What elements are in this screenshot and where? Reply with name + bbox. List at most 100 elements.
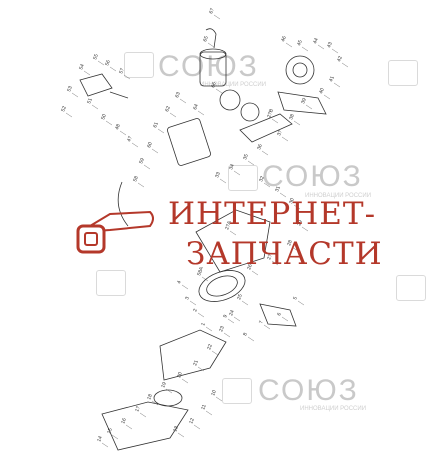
part-number-label: 9	[222, 314, 229, 319]
part-leader-line	[281, 316, 289, 322]
part-number-label: 28	[286, 239, 294, 246]
part-number-label: 21	[192, 359, 200, 366]
part-number-label: 45	[296, 39, 304, 46]
part-leader-line	[233, 170, 241, 176]
part-leader-line	[189, 300, 197, 306]
logo-line-1: ИНТЕРНЕТ-	[168, 196, 377, 232]
part-leader-line	[241, 300, 249, 306]
part-number-label: 54	[78, 63, 86, 70]
part-leader-line	[293, 120, 301, 126]
part-leader-line	[71, 92, 79, 98]
part-number-label: 13	[172, 425, 180, 432]
part-number-label: 1	[200, 322, 207, 327]
part-number-label: 52	[60, 105, 68, 112]
part-number-label: 11	[200, 404, 207, 411]
muffler-bracket	[205, 28, 217, 49]
part-number-label: 43	[326, 41, 334, 48]
muffler-body	[199, 51, 227, 87]
part-leader-line	[193, 424, 201, 430]
part-leader-line	[227, 318, 235, 324]
part-number-label: 17	[134, 405, 142, 412]
part-leader-line	[111, 434, 119, 440]
part-number-label: 26	[246, 263, 254, 270]
part-leader-line	[247, 336, 255, 342]
part-number-label: 8	[242, 332, 249, 337]
part-leader-line	[229, 230, 237, 236]
fan-cover	[285, 55, 315, 85]
part-leader-line	[333, 82, 341, 88]
part-leader-line	[293, 204, 301, 210]
flywheel	[198, 270, 246, 302]
part-leader-line	[143, 164, 151, 170]
fan-hub	[292, 62, 308, 78]
part-number-label: 18	[146, 393, 154, 400]
part-number-label: 15	[106, 427, 114, 434]
part-leader-line	[125, 424, 133, 430]
logo-line-2: ЗАПЧАСТИ	[186, 236, 383, 272]
part-number-label: 53	[66, 85, 74, 92]
part-leader-line	[65, 112, 73, 118]
watermark-logo-mark	[96, 270, 126, 296]
starter-housing	[101, 401, 189, 451]
part-leader-line	[285, 42, 293, 48]
watermark-tagline: ИННОВАЦИИ РОССИИ	[305, 193, 372, 199]
part-number-label: 12	[188, 417, 196, 424]
part-leader-line	[219, 178, 227, 184]
part-number-label: 4	[176, 280, 183, 285]
part-leader-line	[201, 276, 209, 282]
part-leader-line	[105, 120, 113, 126]
part-leader-line	[263, 324, 271, 330]
part-number-label: 6	[276, 312, 283, 317]
flywheel-inner	[206, 275, 238, 297]
part-number-label: 42	[336, 55, 344, 62]
part-number-label: 58A	[196, 266, 205, 277]
chainsaw-logo-icon	[76, 210, 154, 254]
part-leader-line	[223, 332, 231, 338]
part-number-label: 66	[210, 81, 218, 88]
part-leader-line	[215, 88, 223, 94]
part-leader-line	[101, 442, 109, 448]
part-number-label: 48	[114, 123, 122, 130]
part-leader-line	[301, 46, 309, 52]
part-number-label: 60	[146, 141, 154, 148]
part-leader-line	[207, 42, 215, 48]
part-number-label: 61	[152, 121, 160, 128]
part-number-label: 46	[280, 35, 288, 42]
part-number-label: 29	[296, 219, 304, 226]
part-leader-line	[271, 118, 279, 124]
part-leader-line	[215, 396, 223, 402]
part-number-label: 33	[214, 171, 222, 178]
part-leader-line	[181, 378, 189, 384]
part-leader-line	[271, 260, 279, 266]
part-number-label: 63	[174, 91, 182, 98]
part-leader-line	[123, 74, 131, 80]
part-leader-line	[151, 400, 159, 406]
part-leader-line	[211, 350, 219, 356]
linkage	[109, 91, 129, 99]
part-number-label: 39	[300, 97, 308, 104]
part-leader-line	[181, 284, 189, 290]
muffler-cap	[199, 48, 227, 60]
part-number-label: 36	[256, 143, 264, 150]
watermark-logo-mark	[396, 275, 426, 301]
crankcase	[195, 209, 271, 273]
part-leader-line	[197, 312, 205, 318]
part-leader-line	[341, 62, 349, 68]
part-leader-line	[151, 148, 159, 154]
part-leader-line	[165, 388, 173, 394]
part-number-label: 10	[210, 389, 218, 396]
carburetor	[79, 73, 113, 97]
part-leader-line	[233, 316, 241, 322]
part-leader-line	[137, 182, 145, 188]
part-leader-line	[281, 136, 289, 142]
part-number-label: 51	[86, 97, 94, 104]
part-number-label: 22	[206, 343, 214, 350]
part-number-label: 34	[228, 163, 236, 170]
part-number-label: 56	[104, 59, 112, 66]
part-number-label: 16	[120, 417, 128, 424]
part-number-label: 58	[132, 175, 140, 182]
part-leader-line	[291, 246, 299, 252]
part-leader-line	[213, 14, 221, 20]
watermark-brand: СОЮЗ	[262, 160, 363, 193]
part-leader-line	[263, 182, 271, 188]
